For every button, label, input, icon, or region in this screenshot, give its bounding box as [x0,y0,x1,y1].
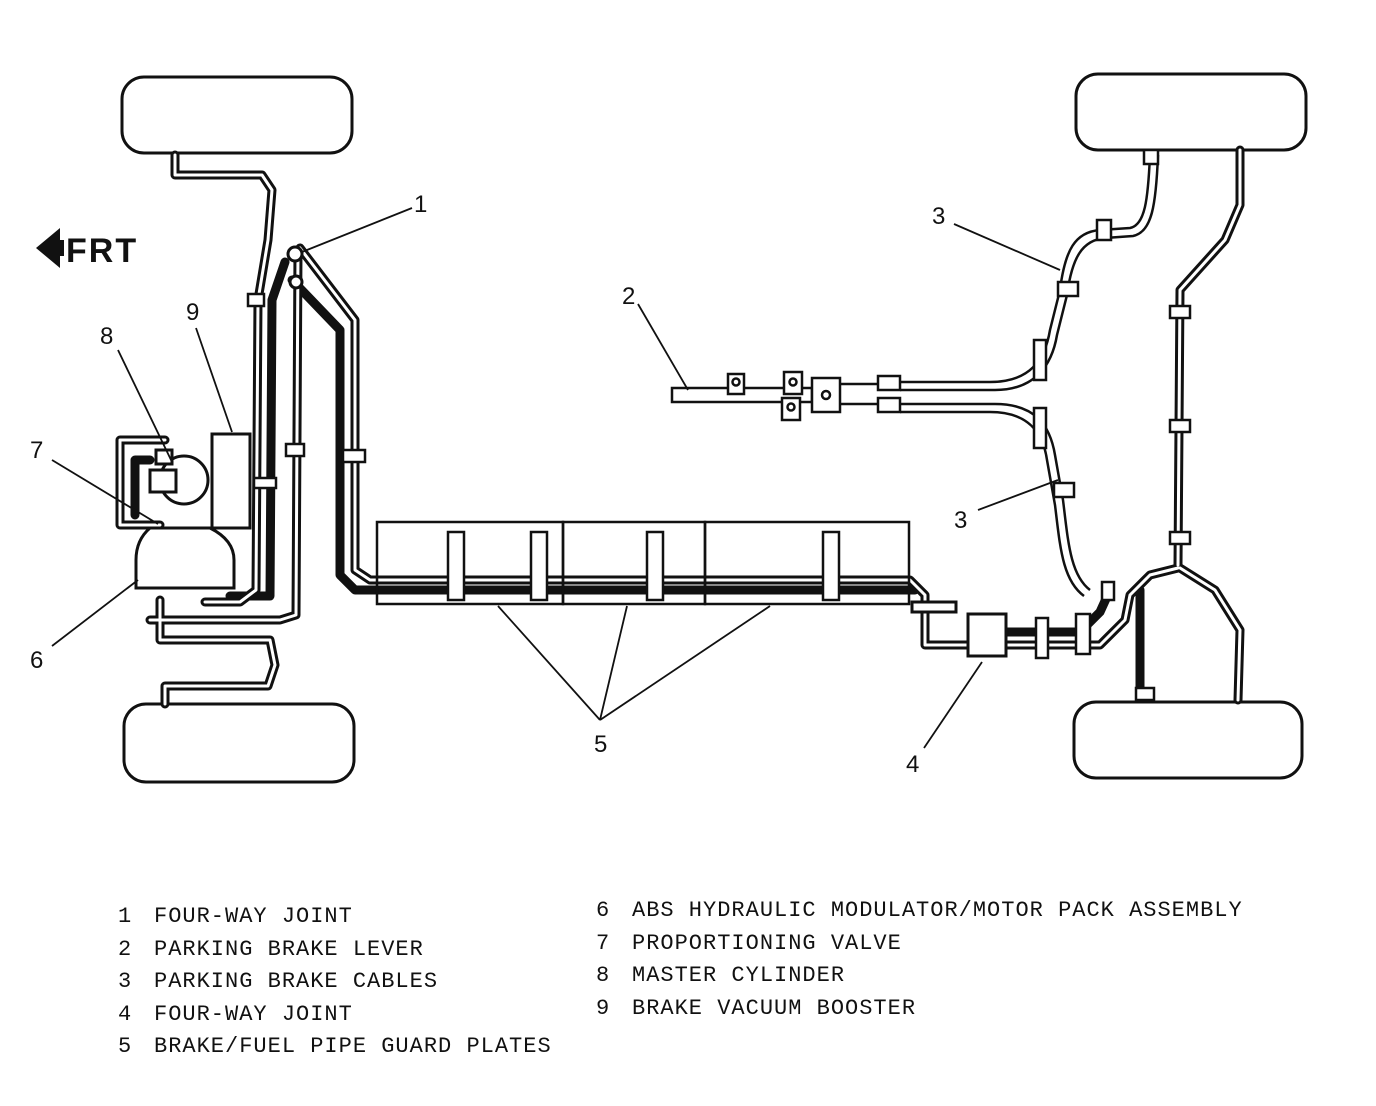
legend-text: FOUR-WAY JOINT [154,904,353,929]
callout-7: 7 [30,437,43,464]
legend-text: BRAKE VACUUM BOOSTER [632,995,917,1021]
legend-number: 4 [118,1001,133,1027]
legend-number: 1 [118,904,133,929]
callout-2: 2 [622,283,635,310]
legend-text: FOUR-WAY JOINT [154,1001,353,1027]
legend-item: 3 PARKING BRAKE CABLES [118,966,552,999]
wheel-front-left [120,75,354,155]
legend-number: 3 [118,969,133,994]
cable-clips [246,148,1192,702]
brake-vacuum-booster [210,432,252,530]
four-way-joint-rear [910,600,1008,658]
legend-item: 2 PARKING BRAKE LEVER [118,934,552,967]
callout-6: 6 [30,647,43,674]
callout-4: 4 [906,751,919,778]
legend-text: PROPORTIONING VALVE [632,930,902,956]
front-indicator-label: FRT [66,232,138,270]
legend-right-column: 6 ABS HYDRAULIC MODULATOR/MOTOR PACK ASSE… [596,895,1243,1025]
legend-item: 7 PROPORTIONING VALVE [596,928,1243,961]
legend-item: 8 MASTER CYLINDER [596,960,1243,993]
four-way-joint-front [286,245,304,290]
legend-number: 8 [596,963,611,988]
wheel-rear-left [1074,72,1308,152]
arrow-left-icon [36,228,60,268]
callout-1: 1 [414,191,427,218]
guard-plates [375,520,911,606]
legend-text: PARKING BRAKE CABLES [154,969,439,994]
legend-text: MASTER CYLINDER [632,963,846,988]
wheel-rear-right [1072,700,1304,780]
legend-number: 9 [596,995,611,1021]
legend-number: 7 [596,930,611,956]
wheel-front-right [122,702,356,784]
callout-3-upper: 3 [932,203,945,230]
legend-text: BRAKE/FUEL PIPE GUARD PLATES [154,1034,552,1059]
callout-5: 5 [594,731,607,758]
legend-item: 4 FOUR-WAY JOINT [118,999,552,1032]
legend-number: 2 [118,936,133,962]
legend-item: 6 ABS HYDRAULIC MODULATOR/MOTOR PACK ASSE… [596,895,1243,928]
callout-9: 9 [186,299,199,326]
legend-number: 6 [596,898,611,923]
front-components [134,432,252,590]
leader-lines [51,207,1061,749]
callout-8: 8 [100,323,113,350]
legend-text: ABS HYDRAULIC MODULATOR/MOTOR PACK ASSEM… [632,898,1243,923]
front-indicator: FRT [36,228,138,270]
brake-pipes [115,145,1245,709]
legend-item: 1 FOUR-WAY JOINT [118,901,552,934]
wheels [120,72,1308,784]
callout-3-lower: 3 [954,507,967,534]
legend-item: 9 BRAKE VACUUM BOOSTER [596,993,1243,1026]
parking-brake-lever [670,370,902,422]
legend-text: PARKING BRAKE LEVER [154,936,424,962]
legend-item: 5 BRAKE/FUEL PIPE GUARD PLATES [118,1031,552,1064]
callouts: 1 2 3 3 4 5 6 7 8 9 [30,191,967,778]
abs-hydraulic-modulator [134,526,236,590]
legend-number: 5 [118,1034,133,1059]
